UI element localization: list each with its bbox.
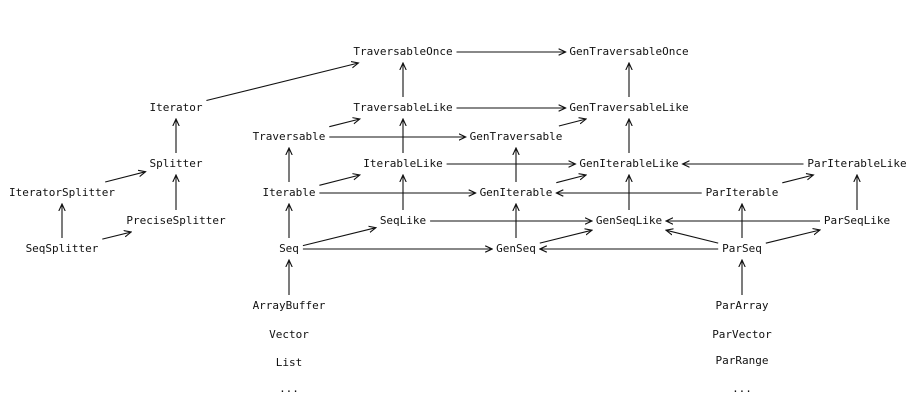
node-GenIterable: GenIterable — [480, 186, 553, 199]
edge-Seq-to-SeqLike — [302, 228, 376, 247]
node-Splitter: Splitter — [150, 157, 203, 170]
node-GenIterableLike: GenIterableLike — [579, 157, 678, 170]
node-GenTraversableOnce: GenTraversableOnce — [569, 45, 688, 58]
node-PreciseSplitter: PreciseSplitter — [126, 214, 226, 227]
node-ParSeq: ParSeq — [722, 242, 762, 255]
node-DotsLeft: ... — [279, 382, 299, 395]
node-ParIterable: ParIterable — [706, 186, 779, 199]
node-GenSeq: GenSeq — [496, 242, 536, 255]
node-Traversable: Traversable — [253, 130, 326, 143]
nodes: TraversableOnce GenTraversableOnceIterato… — [9, 45, 907, 395]
node-SeqSplitter: SeqSplitter — [26, 242, 99, 255]
node-GenTraversableLike: GenTraversableLike — [569, 101, 688, 114]
node-ArrayBuffer: ArrayBuffer — [253, 299, 326, 312]
node-GenTraversable: GenTraversable — [470, 130, 563, 143]
node-Iterable: Iterable — [263, 186, 316, 199]
node-TraversableLike: TraversableLike — [353, 101, 452, 114]
node-SeqLike: SeqLike — [380, 214, 426, 227]
node-IteratorSplitter: IteratorSplitter — [9, 186, 115, 199]
edges — [62, 52, 857, 295]
edge-GenIterable-to-GenIterableLike — [556, 175, 586, 184]
node-Seq: Seq — [279, 242, 299, 255]
edge-GenTraversable-to-GenTraversableLike — [558, 119, 586, 127]
node-Iterator: Iterator — [150, 101, 203, 114]
edge-Iterator-to-TraversableOnce — [206, 63, 358, 102]
edge-ParSeq-to-ParSeqLike — [765, 230, 820, 244]
edge-GenSeq-to-GenSeqLike — [539, 230, 592, 244]
node-List: List — [276, 356, 303, 369]
node-Vector: Vector — [269, 328, 309, 341]
node-ParSeqLike: ParSeqLike — [824, 214, 890, 227]
edge-SeqSplitter-to-PreciseSplitter — [102, 232, 131, 240]
node-ParRange: ParRange — [716, 354, 769, 367]
node-ParIterableLike: ParIterableLike — [807, 157, 906, 170]
node-ParVector: ParVector — [712, 328, 772, 341]
edge-IteratorSplitter-to-Splitter — [105, 172, 145, 183]
edge-ParIterable-to-ParIterableLike — [782, 175, 813, 184]
node-ParArray: ParArray — [716, 299, 769, 312]
edge-Traversable-to-TraversableLike — [329, 119, 360, 128]
node-GenSeqLike: GenSeqLike — [596, 214, 662, 227]
edge-ParSeq-to-GenSeqLike — [666, 230, 719, 244]
node-DotsRight: ... — [732, 382, 752, 395]
edge-Iterable-to-IterableLike — [319, 175, 359, 186]
node-TraversableOnce: TraversableOnce — [353, 45, 452, 58]
node-IterableLike: IterableLike — [363, 157, 442, 170]
